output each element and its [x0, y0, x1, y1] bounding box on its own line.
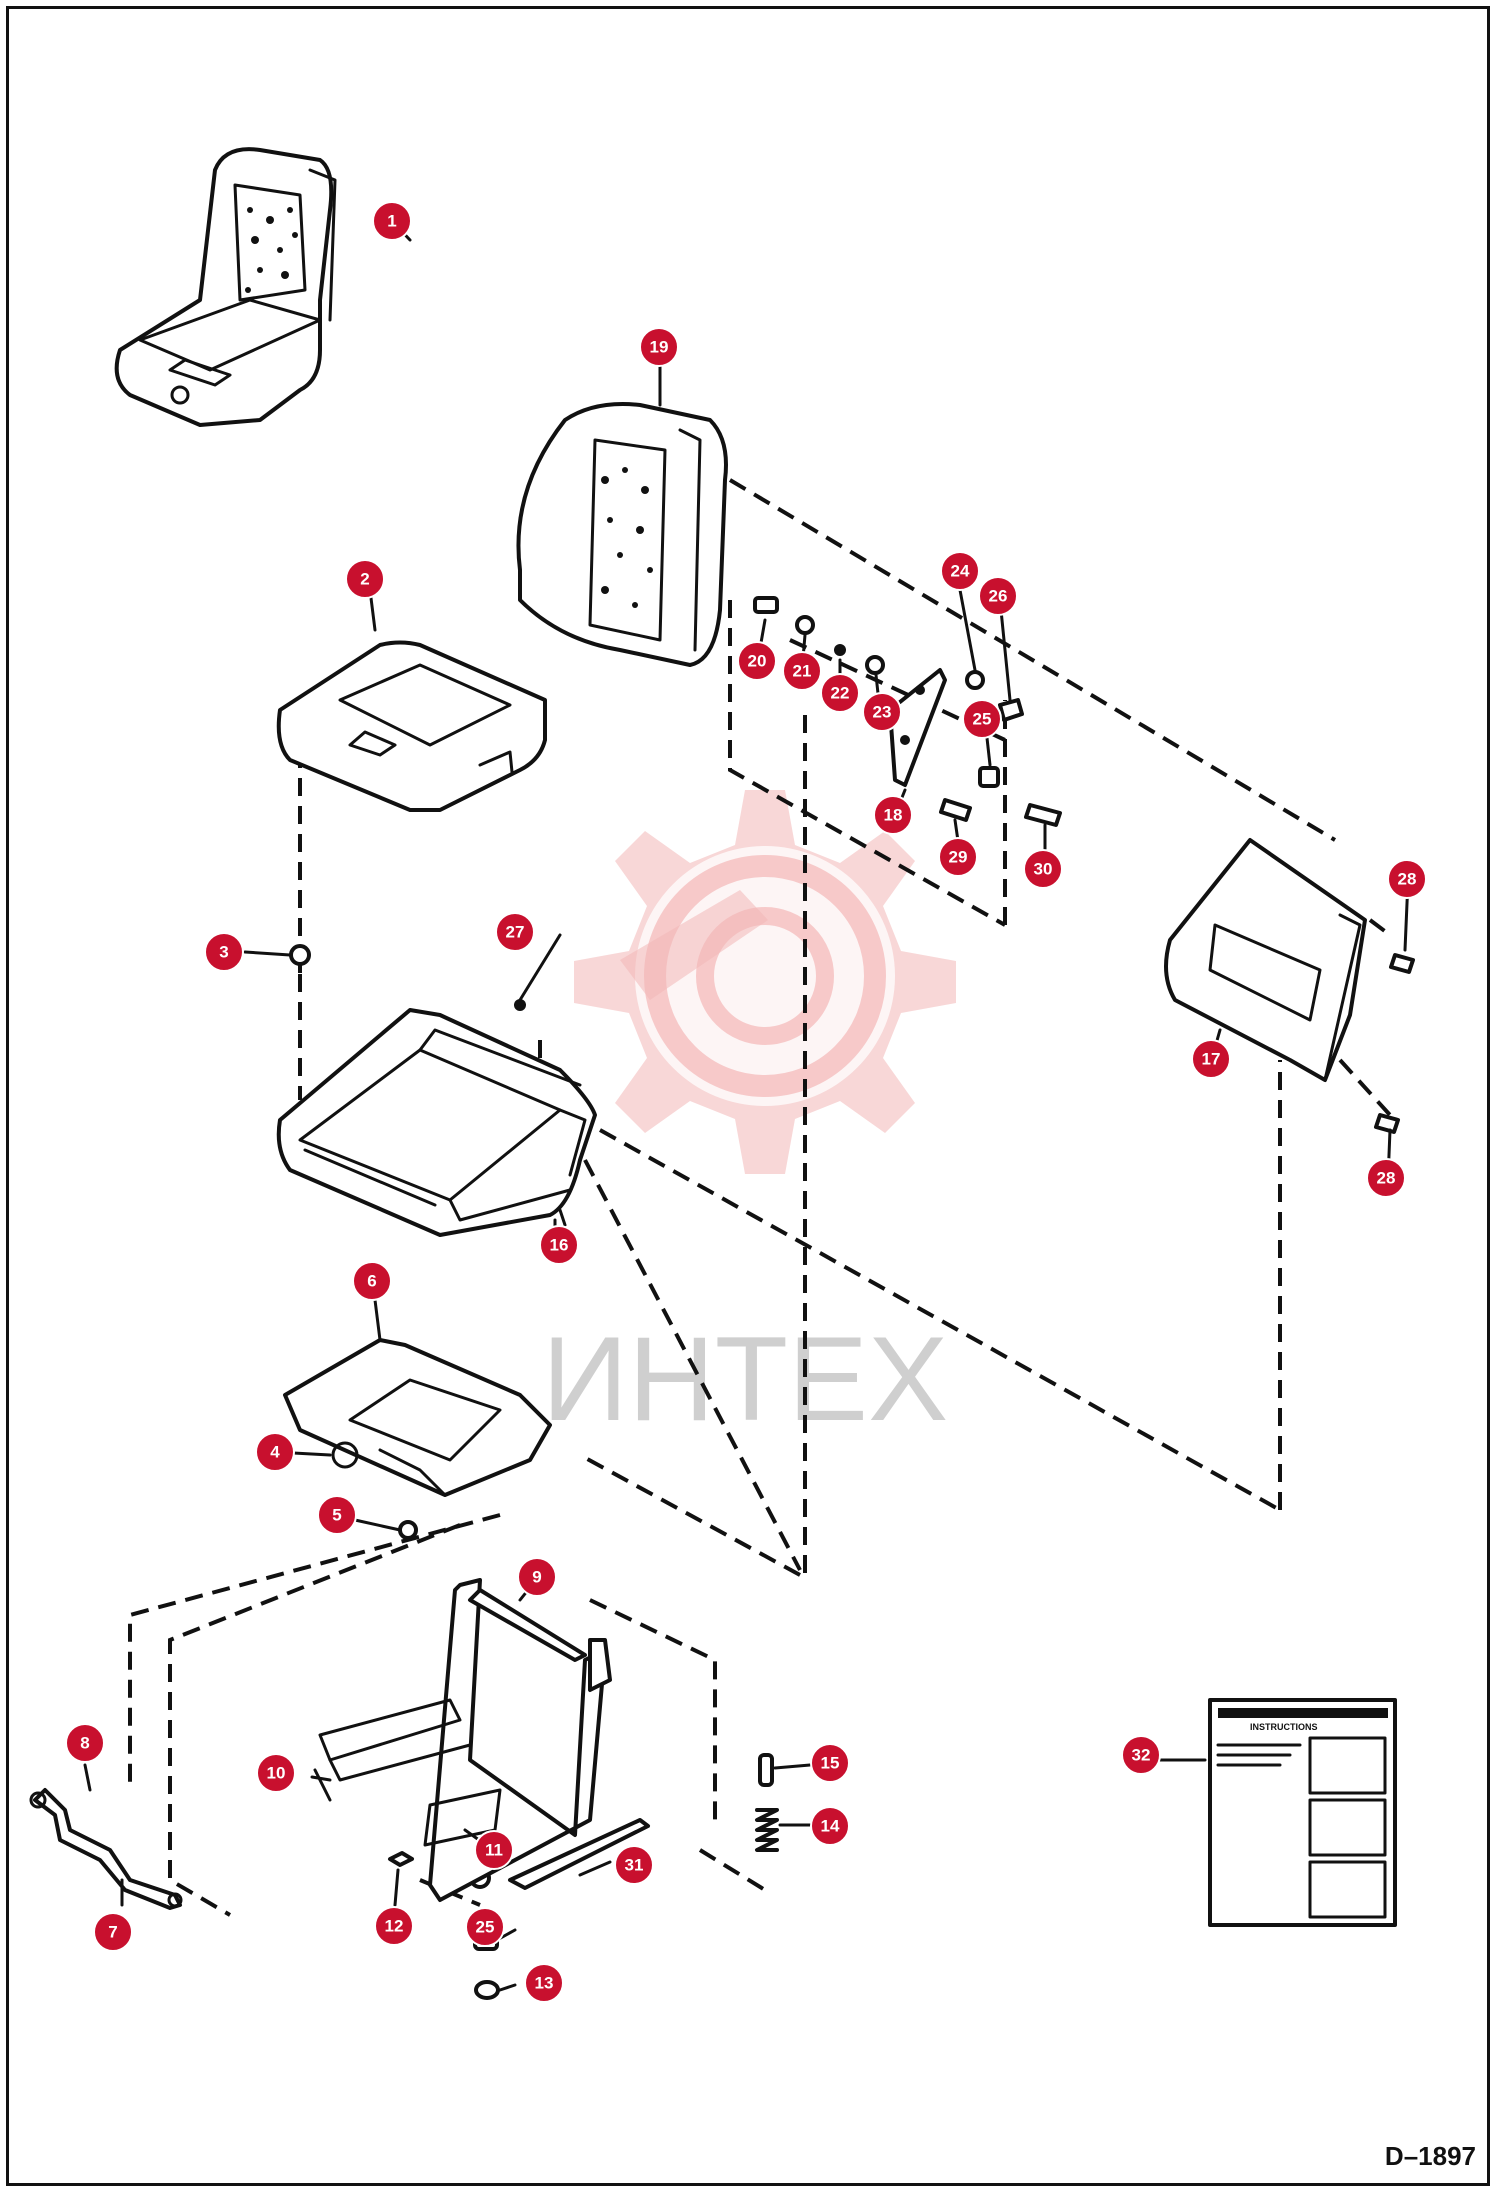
callout-12: 12 — [374, 1906, 414, 1946]
svg-text:12: 12 — [385, 1917, 404, 1936]
svg-text:9: 9 — [532, 1568, 541, 1587]
callout-6: 6 — [352, 1261, 392, 1301]
svg-text:18: 18 — [884, 806, 903, 825]
strap-part — [508, 1818, 650, 1890]
callout-5: 5 — [317, 1495, 357, 1535]
seat-base-part — [313, 1578, 612, 1902]
callout-28b: 28 — [1366, 1158, 1406, 1198]
svg-text:30: 30 — [1034, 860, 1053, 879]
svg-text:29: 29 — [949, 848, 968, 867]
seat-cushion-part — [276, 640, 547, 812]
svg-text:8: 8 — [80, 1734, 89, 1753]
callout-17: 17 — [1191, 1039, 1231, 1079]
instructions-heading: INSTRUCTIONS — [1250, 1722, 1318, 1732]
svg-text:6: 6 — [367, 1272, 376, 1291]
callout-28a: 28 — [1387, 859, 1427, 899]
back-cover-part — [1164, 838, 1367, 1082]
svg-text:1: 1 — [387, 212, 396, 231]
svg-text:21: 21 — [793, 662, 812, 681]
callout-20: 20 — [737, 641, 777, 681]
svg-text:19: 19 — [650, 338, 669, 357]
callout-1: 1 — [372, 201, 412, 241]
callout-10: 10 — [256, 1753, 296, 1793]
callout-32: 32 — [1121, 1735, 1161, 1775]
svg-text:22: 22 — [831, 684, 850, 703]
callout-11: 11 — [474, 1830, 514, 1870]
complete-seat-part — [114, 147, 337, 427]
svg-text:15: 15 — [821, 1754, 840, 1773]
svg-text:4: 4 — [270, 1443, 280, 1462]
svg-text:5: 5 — [332, 1506, 341, 1525]
callout-25a: 25 — [962, 699, 1002, 739]
watermark-gear-icon — [574, 790, 956, 1174]
callout-23: 23 — [862, 692, 902, 732]
callout-16: 16 — [539, 1225, 579, 1265]
callout-19: 19 — [639, 327, 679, 367]
assembly-lines — [128, 478, 1392, 1917]
callout-31: 31 — [614, 1845, 654, 1885]
callout-26: 26 — [978, 576, 1018, 616]
callout-30: 30 — [1023, 849, 1063, 889]
instruction-decal-part: INSTRUCTIONS — [1208, 1698, 1397, 1927]
svg-text:32: 32 — [1132, 1746, 1151, 1765]
callout-3: 3 — [204, 932, 244, 972]
seat-pan-part — [283, 1338, 552, 1497]
backrest-part — [516, 402, 728, 667]
svg-text:11: 11 — [485, 1841, 503, 1860]
svg-text:17: 17 — [1202, 1050, 1221, 1069]
svg-text:23: 23 — [873, 703, 892, 722]
svg-text:13: 13 — [535, 1974, 554, 1993]
svg-text:3: 3 — [219, 943, 228, 962]
callout-15: 15 — [810, 1743, 850, 1783]
svg-text:24: 24 — [951, 562, 970, 581]
callout-8: 8 — [65, 1723, 105, 1763]
callout-7: 7 — [93, 1912, 133, 1952]
svg-text:25: 25 — [973, 710, 992, 729]
callout-27: 27 — [495, 912, 535, 952]
callout-2: 2 — [345, 559, 385, 599]
svg-text:10: 10 — [267, 1764, 286, 1783]
svg-text:14: 14 — [821, 1817, 840, 1836]
svg-text:27: 27 — [506, 923, 525, 942]
callout-14: 14 — [810, 1806, 850, 1846]
svg-text:20: 20 — [748, 652, 767, 671]
callout-4: 4 — [255, 1432, 295, 1472]
callout-29: 29 — [938, 837, 978, 877]
callout-18: 18 — [873, 795, 913, 835]
callout-22: 22 — [820, 673, 860, 713]
recliner-bracket-part — [888, 668, 947, 787]
svg-text:28: 28 — [1377, 1169, 1396, 1188]
adjustment-lever-part — [29, 1788, 183, 1910]
callout-9: 9 — [517, 1557, 557, 1597]
seat-frame-part — [276, 1008, 597, 1237]
svg-text:26: 26 — [989, 587, 1008, 606]
watermark-text: ИНТЕХ — [542, 1312, 948, 1446]
callout-25b: 25 — [465, 1907, 505, 1947]
svg-text:16: 16 — [550, 1236, 569, 1255]
svg-text:25: 25 — [476, 1918, 495, 1937]
drawing-number: D–1897 — [1384, 2141, 1476, 2171]
svg-text:28: 28 — [1398, 870, 1417, 889]
callout-13: 13 — [524, 1963, 564, 2003]
svg-text:31: 31 — [625, 1856, 644, 1875]
callout-21: 21 — [782, 651, 822, 691]
svg-text:7: 7 — [108, 1923, 117, 1942]
svg-text:2: 2 — [360, 570, 369, 589]
leader-lines — [83, 219, 1410, 1992]
callout-24: 24 — [940, 551, 980, 591]
